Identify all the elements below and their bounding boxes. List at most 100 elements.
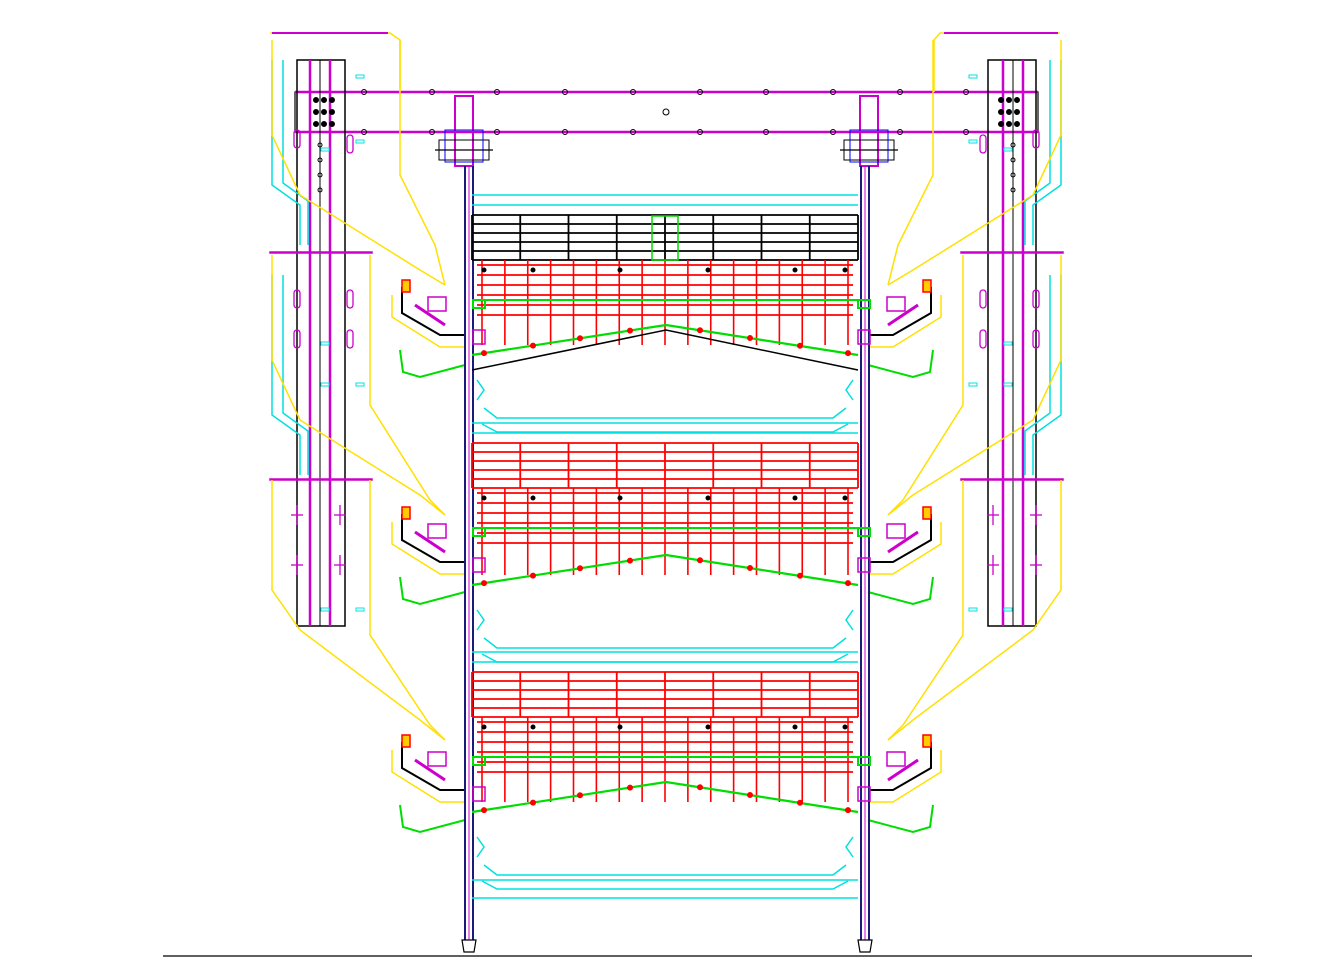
column-slot — [346, 134, 354, 154]
cage-latch — [792, 724, 798, 730]
left-feeder-hopper — [427, 751, 447, 767]
gantry-bolt — [830, 89, 836, 95]
manure-belt-return — [481, 653, 849, 663]
column-tab — [968, 607, 978, 612]
column-bolt — [317, 142, 323, 148]
column-slot — [979, 289, 987, 309]
right-tier-clip — [857, 557, 871, 573]
floor-clip — [481, 807, 487, 814]
floor-clip — [481, 580, 487, 587]
left-feeder-hook — [401, 734, 411, 748]
floor-clip — [797, 342, 803, 349]
floor-clip — [697, 557, 703, 564]
left-tier-bracket — [472, 527, 486, 537]
gantry-bolt — [897, 129, 903, 135]
column-bolt — [317, 187, 323, 193]
feeder-chain-arm — [887, 40, 934, 286]
side-bracket-cap — [960, 251, 1064, 254]
column-tab — [320, 607, 330, 612]
left-egg-wire — [399, 804, 466, 834]
right-feeder-outer — [868, 295, 942, 348]
side-ladder-outer — [1032, 60, 1062, 245]
column-tab — [968, 139, 978, 144]
side-ladder-outer — [271, 275, 301, 475]
side-ladder-inner — [282, 60, 309, 245]
left-feeder-chute — [414, 758, 446, 782]
gantry-bolt — [494, 89, 500, 95]
right-feeder-outer — [868, 522, 942, 575]
sloped-egg-floor — [471, 553, 859, 587]
side-post-outer — [296, 59, 346, 627]
column-bolt — [1006, 121, 1012, 127]
left-feeder-hopper — [427, 296, 447, 312]
cage-latch — [617, 495, 623, 501]
floor-clip — [747, 564, 753, 571]
column-bolt — [1006, 97, 1012, 103]
left-post-foot — [461, 939, 477, 953]
gantry-center-bolt — [662, 108, 670, 116]
right-tier-clip — [857, 329, 871, 345]
cage-latch — [792, 267, 798, 273]
gantry-bolt — [361, 129, 367, 135]
floor-clip — [845, 350, 851, 357]
left-hanger-plate — [444, 129, 484, 163]
right-feeder-hopper — [886, 296, 906, 312]
left-feeder-hook — [401, 279, 411, 293]
cage-tier-3 — [471, 651, 871, 890]
belt-roller-left — [476, 609, 485, 631]
column-tab — [320, 341, 330, 346]
side-post-outer — [987, 59, 1037, 627]
cage-latch — [842, 495, 848, 501]
left-feeder-outer — [391, 522, 465, 575]
gantry-bolt — [963, 129, 969, 135]
left-feeder-outer — [391, 750, 465, 803]
column-bolt — [321, 121, 327, 127]
floor-clip — [697, 784, 703, 791]
gantry-bolt — [494, 129, 500, 135]
left-tier-bracket — [472, 299, 486, 309]
manure-belt — [483, 637, 847, 649]
gantry-bolt — [697, 129, 703, 135]
column-tab — [355, 607, 365, 612]
belt-roller-left — [476, 836, 485, 858]
column-bolt — [998, 109, 1004, 115]
floor-clip — [845, 807, 851, 814]
cage-latch — [481, 724, 487, 730]
column-slot — [346, 329, 354, 349]
left-feeder-trough — [401, 514, 465, 563]
feeder-chain-arm — [887, 480, 1062, 741]
side-bracket-cap — [269, 478, 373, 481]
floor-clip — [530, 799, 536, 806]
cage-latch — [842, 267, 848, 273]
left-feeder-trough — [401, 287, 465, 336]
manure-belt — [483, 864, 847, 876]
floor-clip — [797, 572, 803, 579]
column-tab — [968, 382, 978, 387]
feeder-chain-arm — [369, 255, 446, 516]
column-bolt — [313, 109, 319, 115]
feeder-chain-arm — [271, 255, 446, 516]
column-bolt — [313, 97, 319, 103]
right-feeder-hopper — [886, 523, 906, 539]
gantry-bolt — [963, 89, 969, 95]
cage-latch — [530, 267, 536, 273]
column-bolt — [329, 109, 335, 115]
gantry-frame — [294, 91, 1039, 133]
cage-latch — [705, 495, 711, 501]
gantry-bolt — [897, 89, 903, 95]
feeder-chain-arm — [399, 40, 446, 286]
right-tier-bracket — [857, 299, 871, 309]
right-feeder-hook — [922, 279, 932, 293]
gantry-bolt — [830, 129, 836, 135]
center-frame-posts — [461, 166, 873, 953]
column-tab — [1003, 607, 1013, 612]
feeder-chain-arm — [887, 255, 1062, 516]
gantry-bolt — [361, 89, 367, 95]
cage-latch — [481, 267, 487, 273]
cage-latch — [530, 724, 536, 730]
right-feeder-trough — [868, 742, 932, 791]
cage-tier-1 — [471, 194, 871, 433]
overhead-gantry — [270, 32, 1060, 167]
